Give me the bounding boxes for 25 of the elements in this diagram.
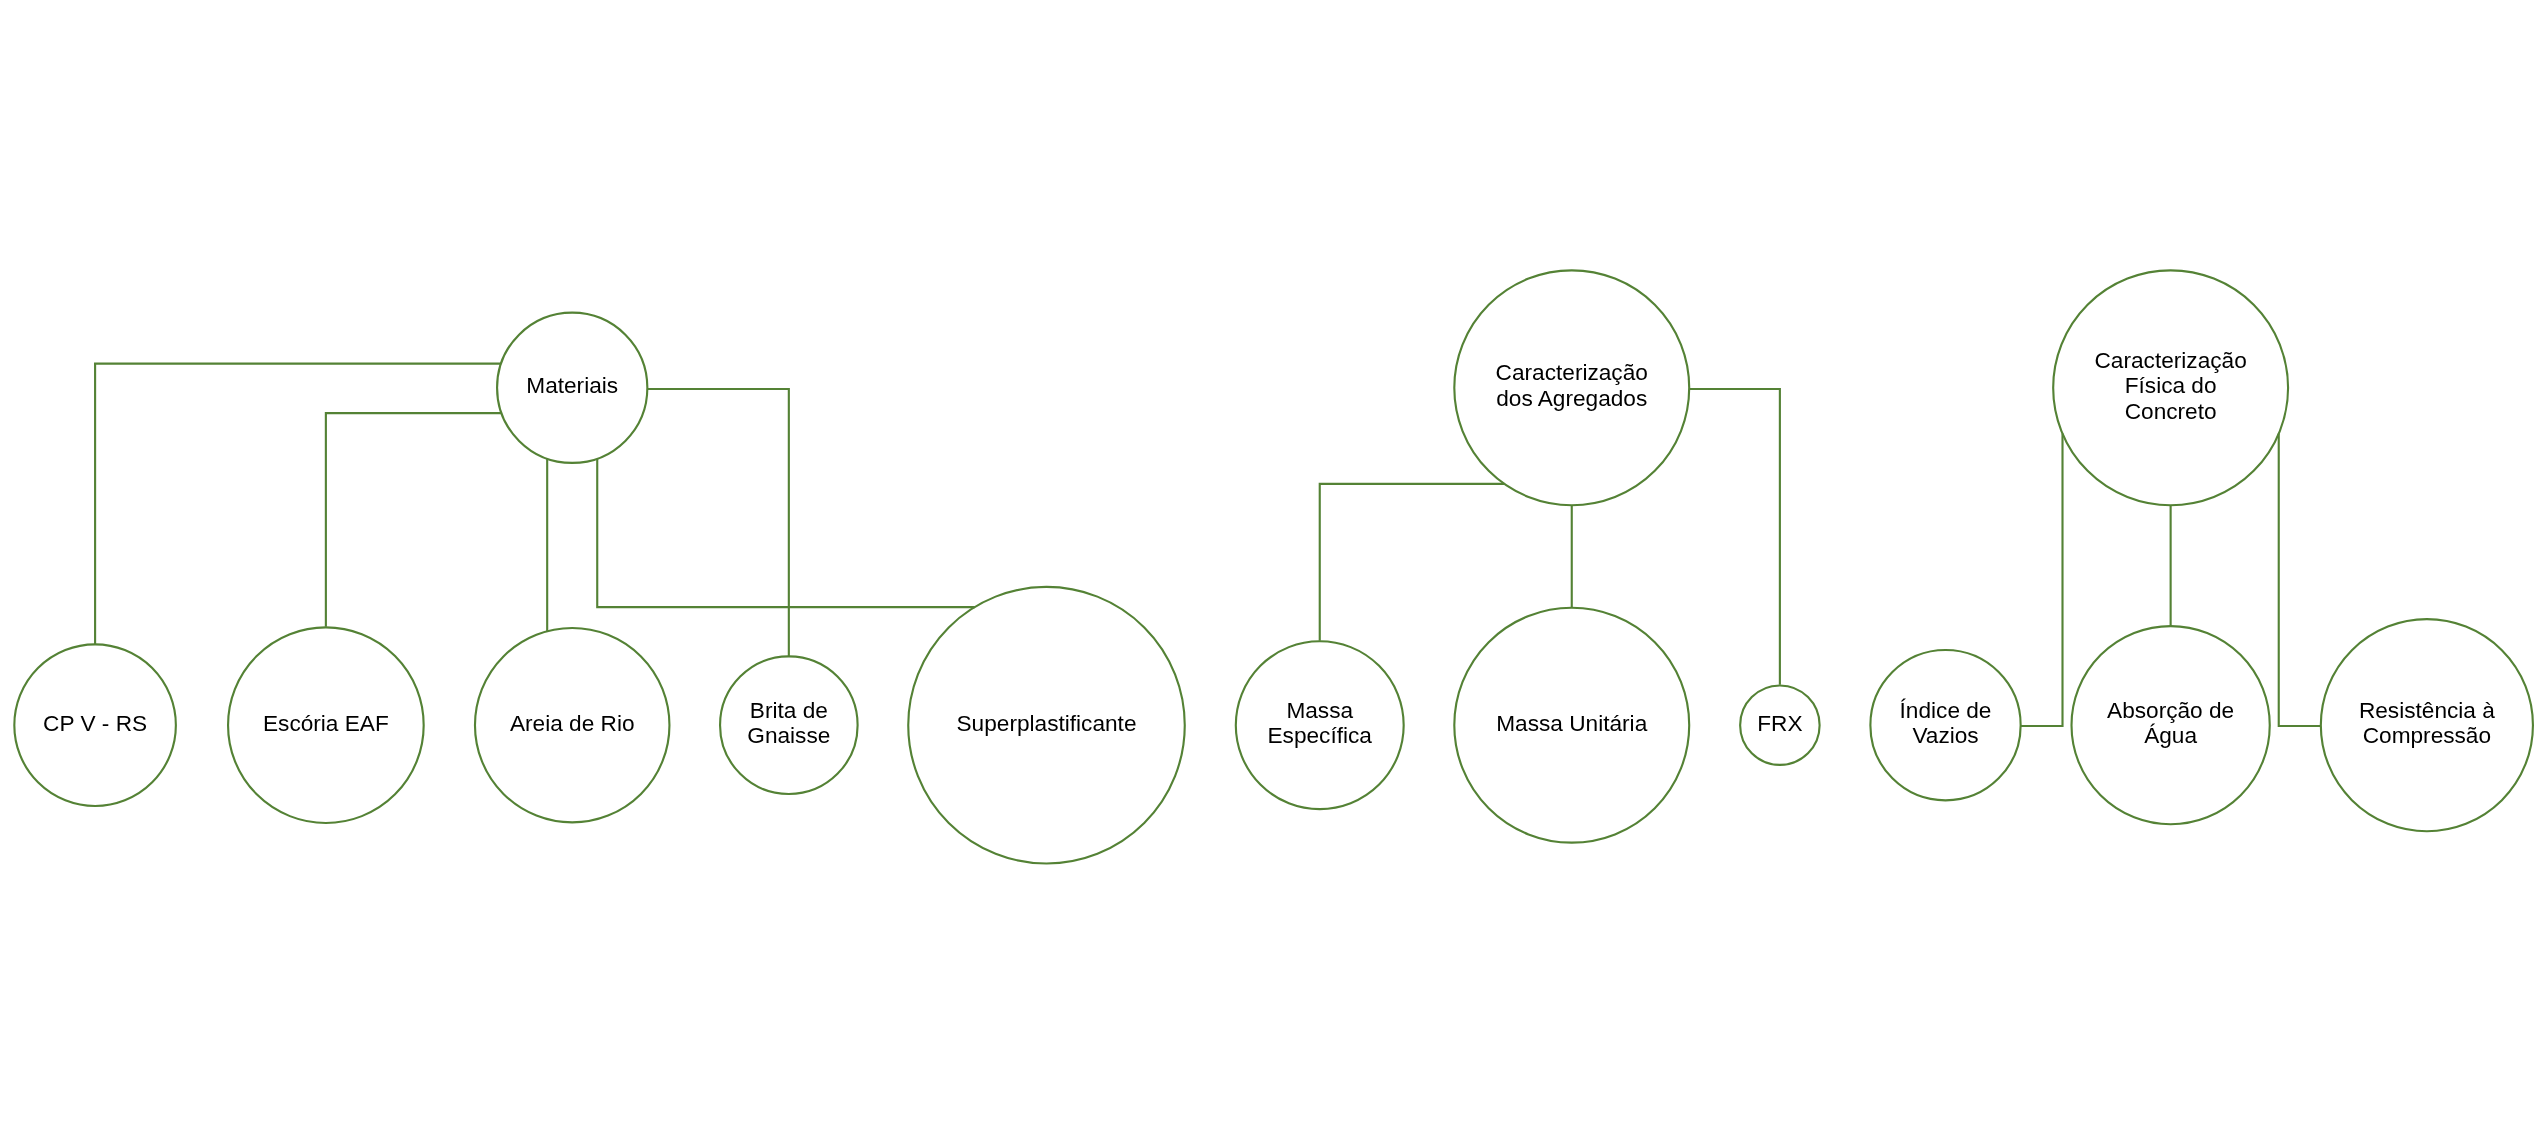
node-circle: CP V - RS — [13, 642, 177, 807]
node-circle: Massa Específica — [1234, 639, 1405, 810]
connector — [1689, 387, 1781, 685]
connector — [2020, 432, 2064, 727]
node-circle: Superplastificante — [907, 585, 1186, 864]
node-circle: Caracterização Física do Concreto — [2052, 268, 2290, 506]
node-circle: Resistência à Compressão — [2319, 617, 2534, 832]
connector — [546, 458, 549, 631]
connector — [1570, 504, 1573, 607]
connector — [94, 362, 501, 644]
node-circle: Areia de Rio — [473, 626, 671, 823]
connector — [647, 387, 790, 656]
connector — [324, 411, 501, 627]
node-circle: Escória EAF — [227, 625, 425, 824]
node-circle: Absorção de Água — [2070, 624, 2271, 825]
node-circle: Índice de Vazios — [1869, 648, 2022, 801]
connector — [1318, 482, 1505, 641]
node-circle: FRX — [1739, 683, 1821, 766]
node-circle: Brita de Gnaisse — [719, 654, 859, 795]
connector — [2169, 504, 2172, 626]
node-circle: Materiais — [496, 311, 649, 464]
node-circle: Massa Unitária — [1453, 606, 1691, 844]
node-circle: Caracterização dos Agregados — [1453, 268, 1691, 506]
connector — [596, 458, 975, 608]
connector — [2277, 432, 2321, 727]
